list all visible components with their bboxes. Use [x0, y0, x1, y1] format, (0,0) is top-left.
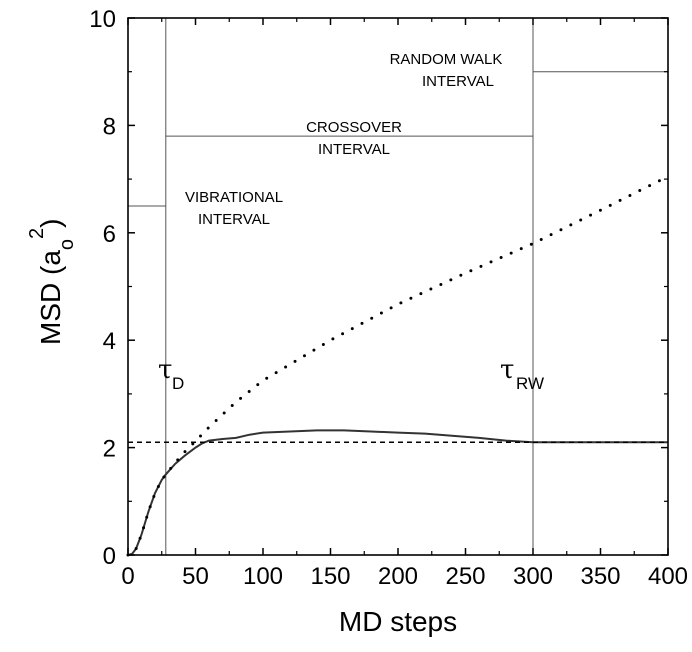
- x-tick-label: 350: [580, 563, 620, 590]
- tau-d-subscript: D: [172, 374, 184, 393]
- y-axis-title-text: MSD (a: [35, 250, 66, 345]
- crossover-label-line2: INTERVAL: [318, 141, 390, 158]
- tau-d-symbol: τ: [158, 355, 172, 385]
- linear-fit-dotted-curve: [126, 174, 670, 557]
- x-tick-label: 400: [648, 563, 688, 590]
- tau-rw-subscript: RW: [516, 374, 544, 393]
- x-tick-label: 0: [121, 563, 134, 590]
- y-tick-label: 2: [103, 436, 116, 463]
- y-axis-title-main: MSD (ao2): [26, 219, 78, 345]
- x-tick-label: 300: [513, 563, 553, 590]
- x-axis-title: MD steps: [339, 606, 457, 637]
- y-tick-label: 4: [103, 328, 116, 355]
- y-axis-title: MSD (ao2): [26, 219, 78, 345]
- y-tick-label: 8: [103, 113, 116, 140]
- vibrational-label-line2: INTERVAL: [198, 211, 270, 228]
- tick-layer: 0 50 100 150 200 250 300 350 400 0 2 4 6 8 10: [89, 6, 688, 590]
- x-tick-label: 150: [310, 563, 350, 590]
- crossover-label-line1: CROSSOVER: [306, 119, 402, 136]
- y-axis-title-subscript: o: [56, 239, 78, 250]
- x-tick-label: 250: [445, 563, 485, 590]
- y-tick-label: 0: [103, 543, 116, 570]
- x-tick-label: 200: [378, 563, 418, 590]
- plot-frame: [127, 17, 669, 556]
- y-tick-label: 6: [103, 221, 116, 248]
- y-axis-title-close: ): [35, 219, 66, 228]
- plot-layer: [128, 18, 668, 555]
- vibrational-label-line1: VIBRATIONAL: [185, 189, 283, 206]
- y-axis-title-superscript: 2: [26, 228, 48, 239]
- x-tick-label: 50: [182, 563, 209, 590]
- y-tick-label: 10: [89, 6, 116, 33]
- msd-curve: [127, 429, 668, 556]
- series-layer: [126, 174, 670, 557]
- random-walk-label-line2: INTERVAL: [422, 73, 494, 90]
- axes-layer: [127, 17, 669, 556]
- random-walk-label-line1: RANDOM WALK: [390, 51, 503, 68]
- x-tick-label: 100: [243, 563, 283, 590]
- tau-rw-symbol: τ: [500, 355, 514, 385]
